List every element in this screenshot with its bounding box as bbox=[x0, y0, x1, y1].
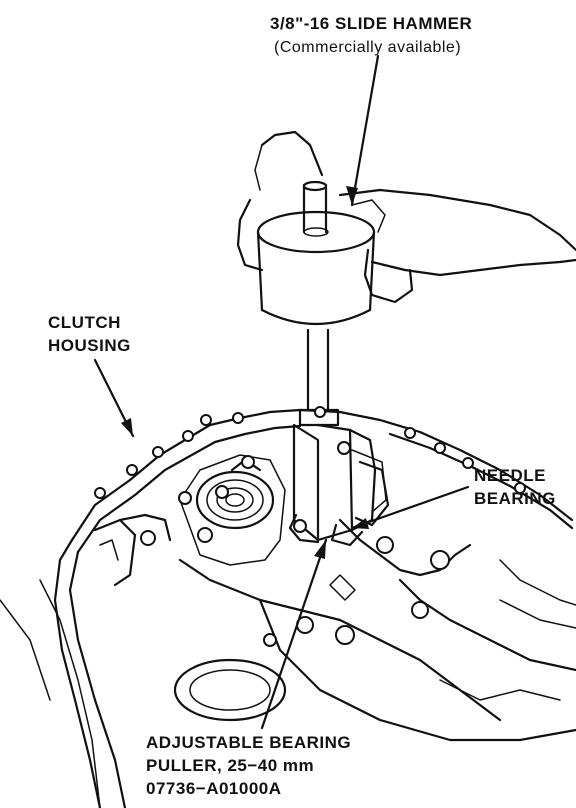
clutch-housing-label-line2: HOUSING bbox=[48, 336, 131, 355]
leader-lines bbox=[93, 54, 470, 730]
needle-bearing-label-line1: NEEDLE bbox=[474, 466, 546, 485]
clutch-housing-label-line1: CLUTCH bbox=[48, 313, 121, 332]
slide-hammer-note: (Commercially available) bbox=[274, 39, 462, 56]
clutch-housing-drawing bbox=[0, 408, 576, 808]
puller-label-line1: ADJUSTABLE BEARING bbox=[146, 733, 352, 752]
puller-label-line2: PULLER, 25−40 mm bbox=[146, 756, 315, 775]
puller-label-line3: 07736−A01000A bbox=[146, 779, 282, 798]
slide-hammer-label: 3/8"-16 SLIDE HAMMER bbox=[270, 14, 473, 33]
slide-hammer-drawing bbox=[236, 130, 576, 547]
needle-bearing-label-line2: BEARING bbox=[474, 489, 556, 508]
